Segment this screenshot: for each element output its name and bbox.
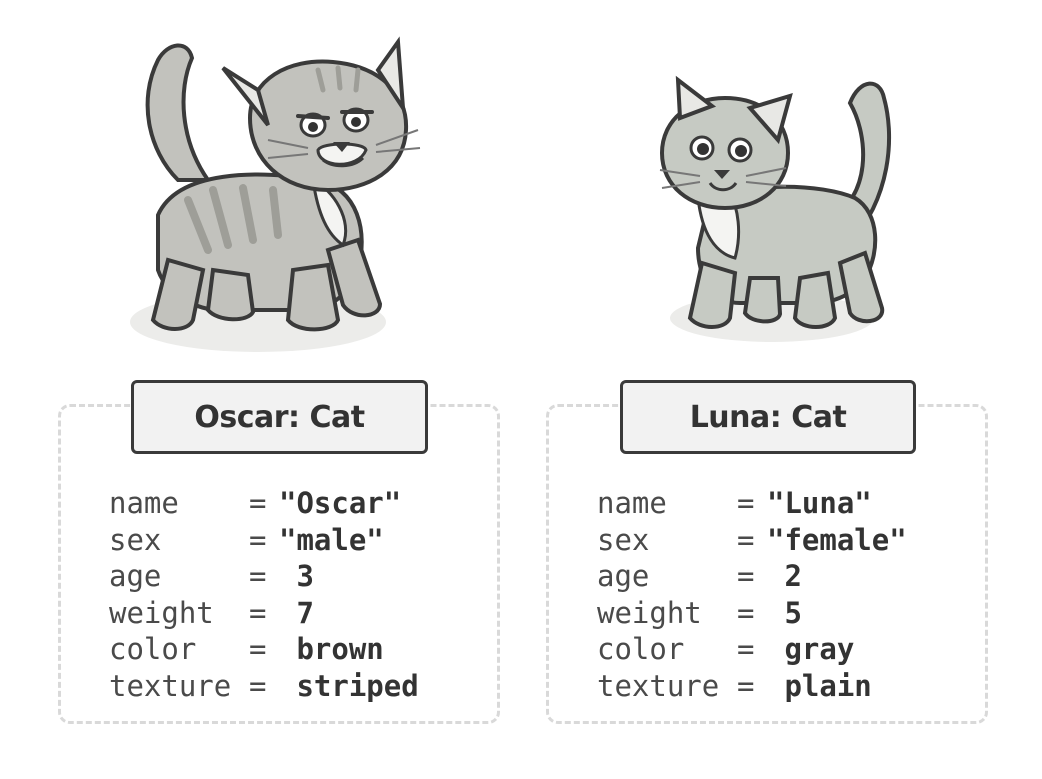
- property-value: 3: [279, 559, 314, 594]
- property-value: 2: [767, 559, 802, 594]
- property-row: weight = 7: [109, 595, 419, 632]
- property-name: texture: [109, 668, 232, 703]
- property-value: brown: [279, 632, 384, 667]
- property-value: "Luna": [767, 486, 872, 520]
- property-name: sex: [597, 522, 650, 557]
- property-list-luna: name = "Luna" sex = "female" age = 2 weight = …: [597, 485, 907, 705]
- property-value: 5: [767, 595, 802, 630]
- object-card-luna: Luna: Cat name = "Luna" sex = "female" age = …: [546, 380, 988, 724]
- equals-sign: =: [249, 668, 267, 703]
- equals-sign: =: [737, 522, 755, 557]
- property-value: striped: [279, 668, 419, 703]
- property-name: name: [597, 486, 667, 520]
- property-value: gray: [767, 632, 855, 667]
- property-value: 7: [279, 595, 314, 630]
- equals-sign: =: [737, 595, 755, 630]
- property-row: name = "Luna": [597, 485, 907, 522]
- property-list-oscar: name = "Oscar" sex = "male" age = 3 weight = 7…: [109, 485, 419, 705]
- property-row: sex = "male": [109, 522, 419, 559]
- equals-sign: =: [737, 668, 755, 703]
- property-row: weight = 5: [597, 595, 907, 632]
- property-row: texture = striped: [109, 668, 419, 705]
- equals-sign: =: [737, 559, 755, 594]
- object-title-oscar: Oscar: Cat: [131, 380, 428, 454]
- property-value: "Oscar": [279, 486, 402, 520]
- property-name: sex: [109, 522, 162, 557]
- property-name: texture: [597, 668, 720, 703]
- property-row: name = "Oscar": [109, 485, 419, 522]
- equals-sign: =: [737, 632, 755, 667]
- equals-sign: =: [737, 486, 755, 520]
- property-value: plain: [767, 668, 872, 703]
- property-name: age: [597, 559, 650, 594]
- property-row: age = 2: [597, 558, 907, 595]
- equals-sign: =: [249, 595, 267, 630]
- striped-cat-icon: [130, 36, 421, 352]
- property-row: texture = plain: [597, 668, 907, 705]
- equals-sign: =: [249, 486, 267, 520]
- equals-sign: =: [249, 559, 267, 594]
- plain-cat-icon: [659, 75, 892, 342]
- property-name: age: [109, 559, 162, 594]
- equals-sign: =: [249, 522, 267, 557]
- property-value: "female": [767, 522, 907, 557]
- object-card-oscar: Oscar: Cat name = "Oscar" sex = "male" age = …: [58, 380, 500, 724]
- property-row: color = brown: [109, 631, 419, 668]
- property-name: weight: [109, 595, 214, 630]
- property-row: color = gray: [597, 631, 907, 668]
- property-row: sex = "female": [597, 522, 907, 559]
- equals-sign: =: [249, 632, 267, 667]
- property-row: age = 3: [109, 558, 419, 595]
- object-title-luna: Luna: Cat: [620, 380, 916, 454]
- property-name: name: [109, 486, 179, 520]
- property-name: weight: [597, 595, 702, 630]
- property-name: color: [109, 632, 197, 667]
- property-name: color: [597, 632, 685, 667]
- property-value: "male": [279, 522, 384, 557]
